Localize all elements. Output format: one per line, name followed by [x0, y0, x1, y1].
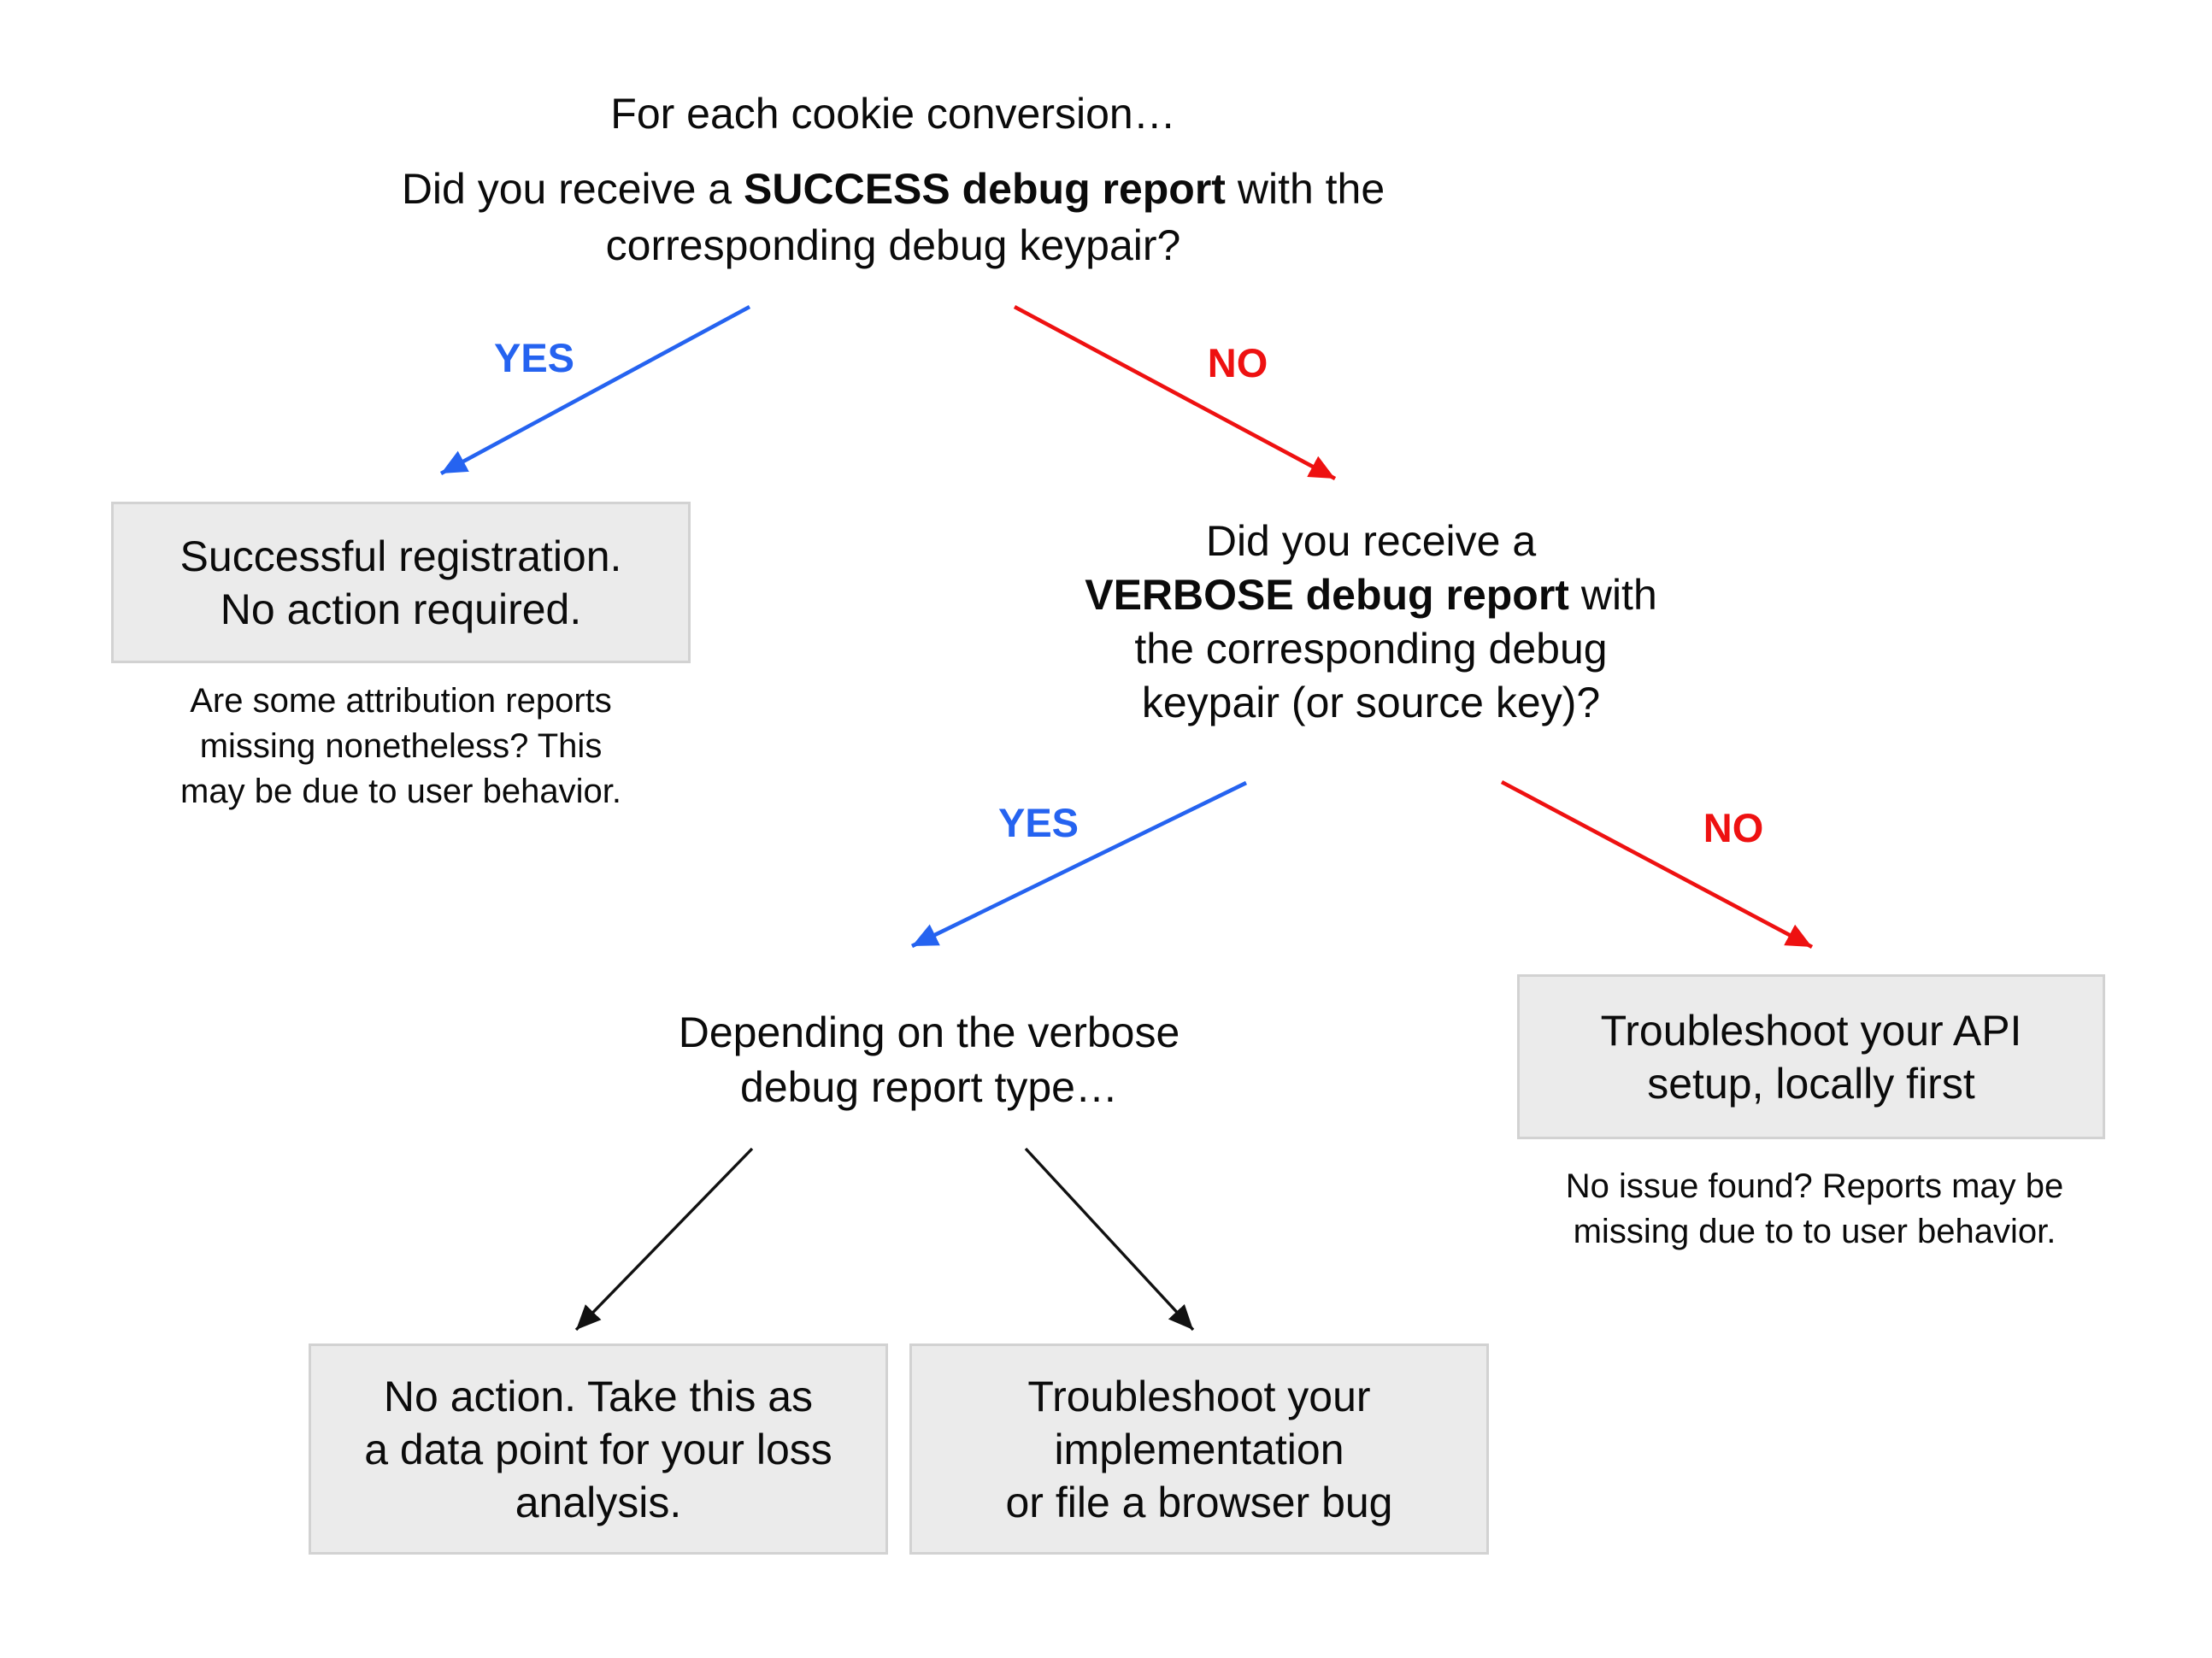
arrow-q1-yes	[439, 304, 751, 476]
box-troubleshoot-implementation: Troubleshoot your implementation or file…	[909, 1343, 1489, 1555]
question-verbose-report: Did you receive a VERBOSE debug report w…	[944, 514, 1798, 730]
note-attribution-missing: Are some attribution reports missing non…	[180, 682, 621, 810]
question-verbose-post: with	[1568, 571, 1657, 619]
label-yes-verbose: YES	[997, 800, 1080, 845]
intro-text: For each cookie conversion…	[610, 90, 1176, 138]
question-success-line1: Did you receive a SUCCESS debug report w…	[209, 161, 1577, 217]
question-success-pre: Did you receive a	[401, 165, 744, 213]
label-yes-success: YES	[493, 335, 575, 380]
question-success-post: with the	[1225, 165, 1385, 213]
box-troubleshoot-api: Troubleshoot your API setup, locally fir…	[1517, 974, 2105, 1139]
arrow-verbose-right	[1024, 1147, 1195, 1332]
arrow-q1-no	[1013, 304, 1337, 481]
question-verbose-bold: VERBOSE debug report	[1085, 571, 1569, 619]
question-success-line2: corresponding debug keypair?	[605, 221, 1181, 269]
label-no-verbose: NO	[1703, 805, 1764, 850]
depending-verbose-type-text: Depending on the verbose debug report ty…	[678, 1008, 1180, 1111]
label-no-success: NO	[1207, 340, 1268, 385]
question-verbose-line3: the corresponding debug	[1134, 625, 1608, 673]
question-verbose-line1: Did you receive a	[1205, 517, 1537, 565]
box-successful-registration: Successful registration. No action requi…	[111, 502, 691, 663]
arrow-verbose-left	[574, 1147, 754, 1332]
note-no-issue-found: No issue found? Reports may be missing d…	[1565, 1167, 2064, 1250]
question-success-bold: SUCCESS debug report	[744, 165, 1226, 213]
question-verbose-line4: keypair (or source key)?	[1141, 679, 1601, 726]
box-no-action-loss-analysis: No action. Take this as a data point for…	[309, 1343, 888, 1555]
question-verbose-line2: VERBOSE debug report with	[944, 568, 1798, 622]
question-success-report: Did you receive a SUCCESS debug report w…	[209, 161, 1577, 273]
